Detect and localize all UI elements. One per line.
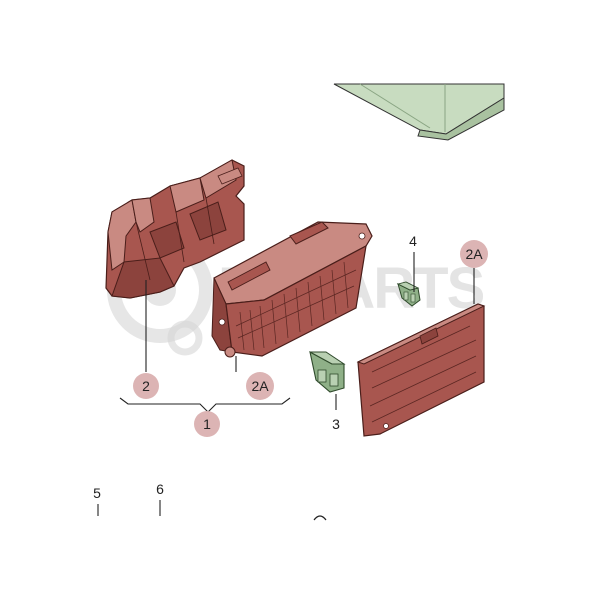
fuse-box-body bbox=[211, 221, 373, 358]
callout-2a-left: 2A bbox=[246, 372, 274, 400]
blade-fuse bbox=[309, 350, 346, 393]
callout-5: 5 bbox=[93, 485, 101, 501]
callout-2: 2 bbox=[133, 373, 159, 399]
callout-2a-right-label: 2A bbox=[465, 246, 483, 262]
callout-1: 1 bbox=[194, 411, 220, 437]
callout-2a-right: 2A bbox=[460, 240, 488, 268]
callout-2a-left-label: 2A bbox=[251, 378, 269, 394]
group-bracket bbox=[119, 397, 291, 413]
fuse-box-lid bbox=[356, 303, 486, 437]
callout-4: 4 bbox=[409, 233, 417, 249]
battery-housing bbox=[333, 83, 505, 141]
callout-3: 3 bbox=[332, 416, 340, 432]
fuse-box-cover bbox=[105, 159, 245, 299]
leader-lines bbox=[97, 252, 475, 516]
callout-2-label: 2 bbox=[142, 378, 150, 394]
callout-1-label: 1 bbox=[203, 416, 211, 432]
cutoff-mark bbox=[313, 515, 327, 521]
callout-6: 6 bbox=[156, 481, 164, 497]
